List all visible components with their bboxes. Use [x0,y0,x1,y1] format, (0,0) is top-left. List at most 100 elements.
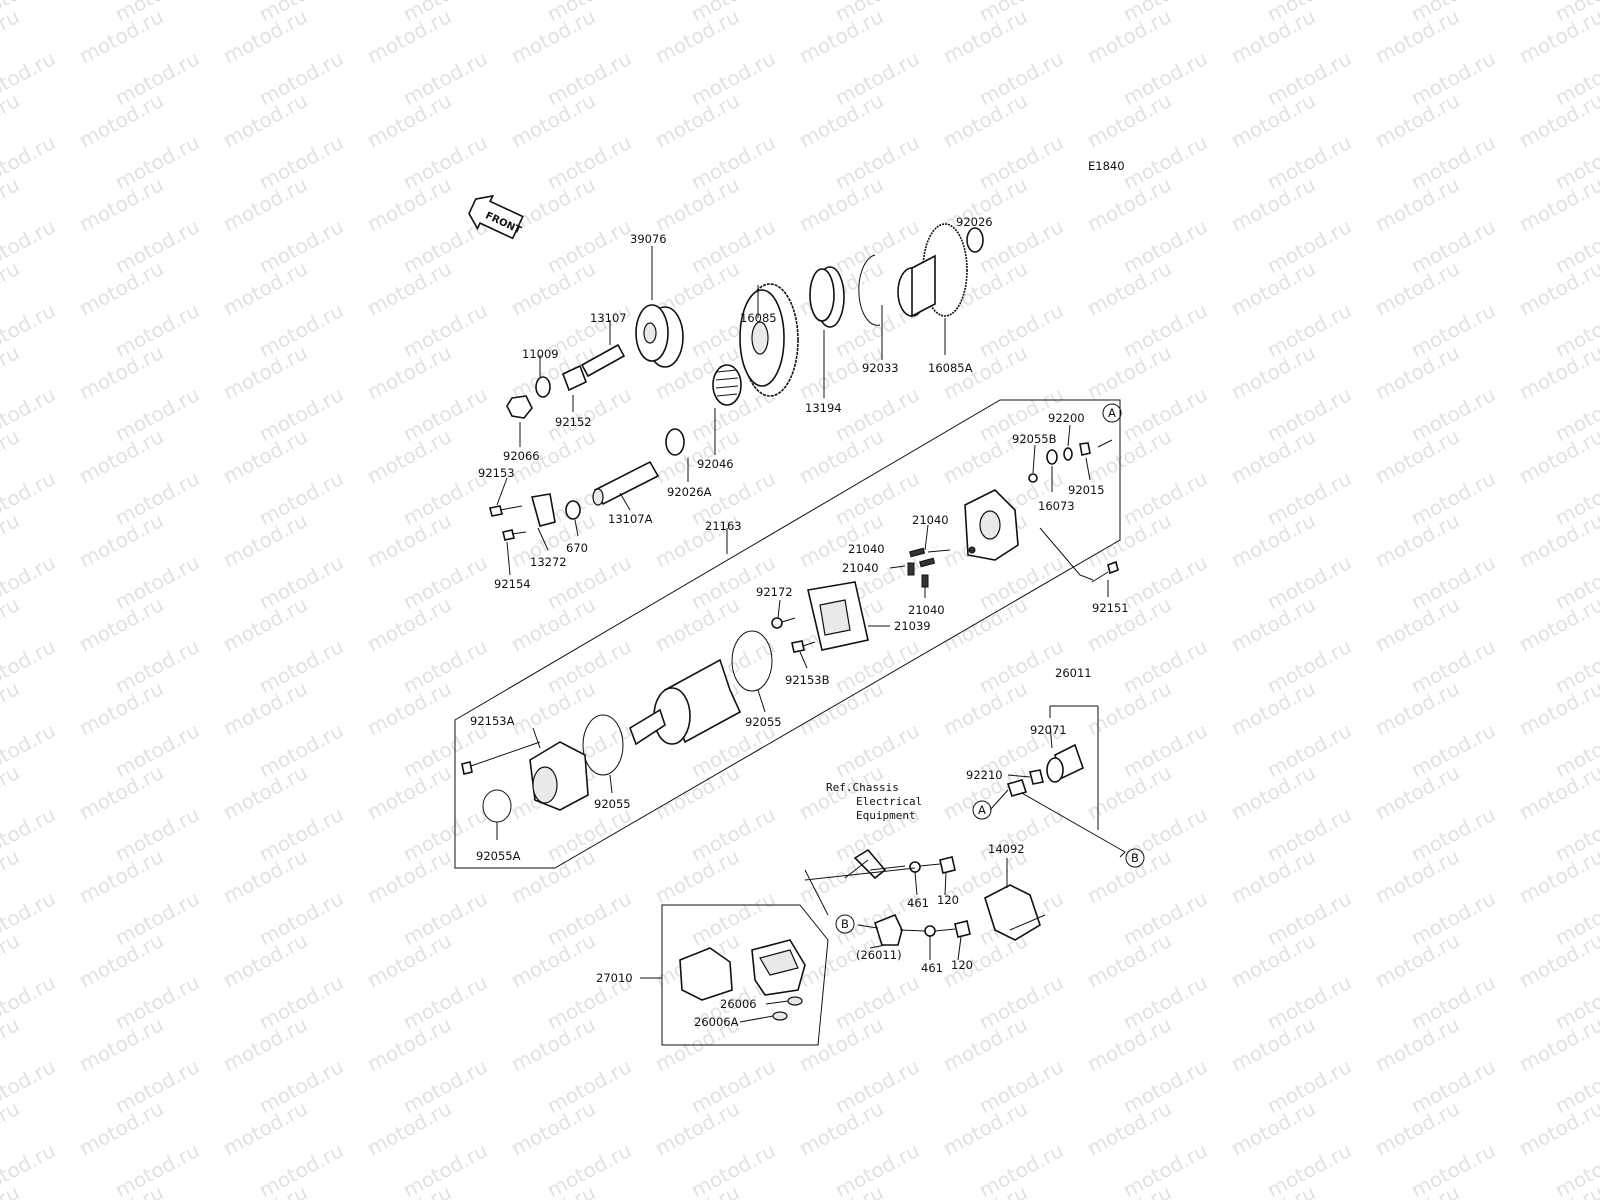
label-92151: 92151 [1092,601,1129,615]
marker-b-right-label: B [1131,851,1139,865]
part-26006 [787,996,803,1006]
part-92055A [482,789,512,823]
part-21040-brushes [907,547,936,588]
part-92172 [771,617,796,629]
label-21040-bottom: 21040 [908,603,945,617]
leader-lines [496,246,1126,1023]
label-26006: 26006 [720,997,757,1011]
part-16085A [897,223,968,318]
label-13194: 13194 [805,401,842,415]
label-26011: 26011 [1055,666,1092,680]
label-13107A: 13107A [608,512,653,526]
part-92210 [1029,769,1044,785]
label-120-a: 120 [937,893,959,907]
ref-note-line-2: Electrical [856,795,922,808]
label-92015: 92015 [1068,483,1105,497]
part-16085 [739,283,799,397]
part-92200 [1063,447,1073,461]
part-13107 [580,343,626,378]
part-120-bolt-a [939,856,956,874]
marker-a-bottom-label: A [978,803,986,817]
part-27010-relay [679,939,806,1001]
part-92066 [506,395,533,419]
ref-note-line-1: Ref.Chassis [826,781,899,794]
watermark-text: motod.ru [0,1012,23,1076]
label-461-a: 461 [907,896,929,910]
label-92154: 92154 [494,577,531,591]
label-26011-paren: (26011) [856,948,902,962]
label-16073: 16073 [1038,499,1075,513]
part-670 [565,500,581,520]
label-92152: 92152 [555,415,592,429]
label-27010: 27010 [596,971,633,985]
frame-27010 [661,904,829,1046]
label-120-b: 120 [951,958,973,972]
watermark-text: motod.ru [0,508,23,572]
ref-note-line-3: Equipment [856,809,916,822]
watermark-text: motod.ru [0,592,23,656]
watermark-text: motod.ru [0,424,23,488]
label-92153A: 92153A [470,714,515,728]
part-92071 [1046,743,1084,783]
label-92200: 92200 [1048,411,1085,425]
part-461-washer-b [924,925,936,937]
label-16085A: 16085A [928,361,973,375]
part-92026A [665,428,685,456]
label-21040-mid1: 21040 [848,542,885,556]
marker-a-top-label: A [1108,406,1116,420]
label-92033: 92033 [862,361,899,375]
watermark-text: motod.ru [0,88,23,152]
label-92172: 92172 [756,585,793,599]
marker-b-left-label: B [841,917,849,931]
watermark-text: motod.ru [0,844,23,908]
label-92066: 92066 [503,449,540,463]
part-120-bolt-b [954,920,971,938]
label-92071: 92071 [1030,723,1067,737]
watermark-text: motod.ru [0,4,23,68]
part-92055B [1028,473,1038,483]
watermark-text: motod.ru [0,928,23,992]
label-92055A: 92055A [476,849,521,863]
part-92153A [461,741,541,775]
label-21040-top: 21040 [912,513,949,527]
watermark-text: motod.ru [0,1096,23,1160]
part-92055-oring-2 [582,714,624,776]
part-92033 [858,254,881,326]
part-92151 [1091,560,1119,583]
watermark-text: motod.ru [0,256,23,320]
diagram-code: E1840 [1088,159,1125,173]
part-11009 [535,376,551,398]
part-front-cover [529,741,589,811]
label-21163: 21163 [705,519,742,533]
part-end-cover-rear [964,489,1019,561]
label-21040-mid2: 21040 [842,561,879,575]
watermark-text: motod.ru [0,340,23,404]
watermark-text: motod.ru [0,760,23,824]
label-39076: 39076 [630,232,667,246]
label-670: 670 [566,541,588,555]
part-26011-cable [1006,779,1126,853]
marker-b-left: B [835,914,855,934]
label-92026: 92026 [956,215,993,229]
assembly-frame-21163 [454,399,1121,869]
label-92055-low: 92055 [594,797,631,811]
label-26006A: 26006A [694,1015,739,1029]
part-92026 [966,227,984,253]
label-11009: 11009 [522,347,559,361]
part-14092 [984,884,1046,941]
part-461-washer-a [909,861,921,873]
marker-a-bottom: A [972,800,992,820]
label-14092: 14092 [988,842,1025,856]
part-92153B [791,640,816,653]
part-armature-yoke [629,658,742,746]
label-92026A: 92026A [667,485,712,499]
part-13107A [592,460,660,506]
part-26006A [772,1011,788,1021]
part-21039 [807,581,869,651]
label-92153: 92153 [478,466,515,480]
part-92153 [489,505,523,517]
part-13194 [809,266,845,328]
part-92015 [1079,442,1091,456]
